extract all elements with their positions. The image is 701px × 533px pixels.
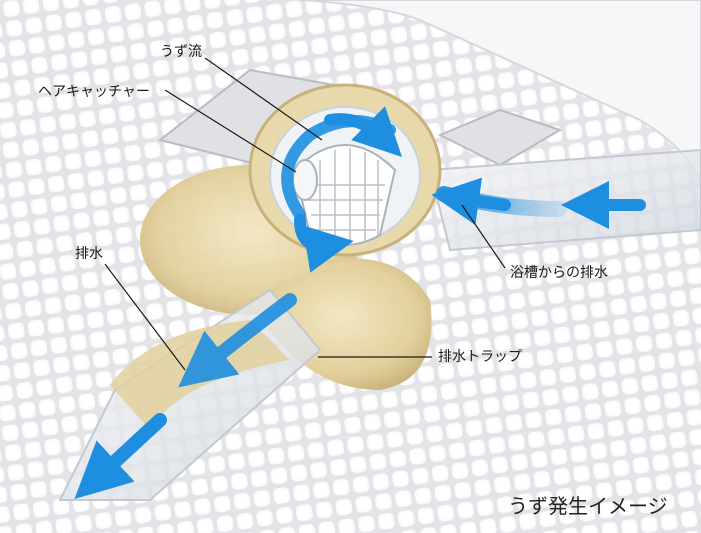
hair-catcher-basket — [292, 144, 397, 246]
vortex-arrow-icon — [324, 106, 402, 157]
caption-vortex-image: うず発生イメージ — [508, 494, 668, 518]
outflow-arrow-lower-icon — [74, 413, 167, 499]
label-vortex: うず流 — [160, 44, 202, 60]
label-drain-trap: 排水トラップ — [438, 349, 522, 365]
flow-arrow-inlet-icon — [431, 177, 511, 226]
outflow-arrow-upper-icon — [178, 293, 297, 388]
label-drain: 排水 — [75, 246, 103, 262]
vortex-arrow-lower-icon — [294, 214, 354, 273]
label-hair-catcher: ヘアキャッチャー — [38, 84, 150, 100]
label-tub-drain: 浴槽からの排水 — [510, 265, 608, 281]
leader-lines — [104, 57, 506, 371]
drain-cover-plate-2 — [437, 108, 563, 167]
